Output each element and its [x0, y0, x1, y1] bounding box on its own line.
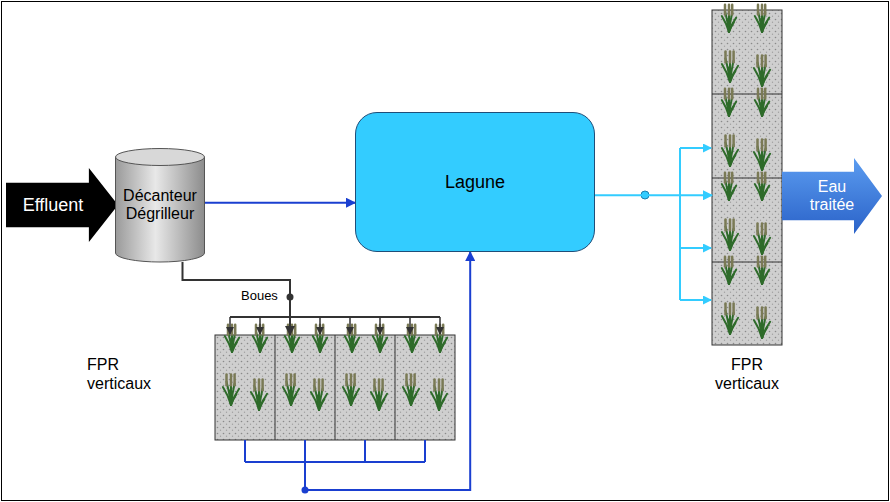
reed-filter-bottom: FPR verticaux: [215, 335, 455, 440]
distribution-pipes: [680, 148, 711, 300]
pipe-connector: [205, 202, 355, 204]
node-label: Lagune: [445, 172, 505, 193]
pipe-connector: [595, 194, 712, 196]
filter-label: FPR verticaux: [87, 355, 167, 393]
node-label: Eau traitée: [802, 178, 862, 215]
filter-cells-right: [712, 10, 782, 345]
filter-cells-bottom: [215, 335, 455, 440]
node-label: Décanteur Dégrilleur: [117, 187, 203, 224]
input-arrow: Effluent: [6, 168, 118, 242]
pipe-connector: [183, 262, 291, 335]
lagoon: Lagune: [355, 112, 595, 252]
node-label: Effluent: [23, 195, 84, 216]
output-arrow: Eau traitée: [782, 158, 882, 234]
reeds: [223, 5, 770, 410]
reed-filter-right: FPR verticaux: [712, 10, 782, 345]
filter-label: FPR verticaux: [707, 355, 787, 393]
pipe-connector: [305, 252, 470, 490]
settling-tank: Décanteur Dégrilleur: [115, 148, 205, 262]
drain-pipes: [245, 440, 425, 462]
edge-label: Boues: [239, 288, 280, 303]
